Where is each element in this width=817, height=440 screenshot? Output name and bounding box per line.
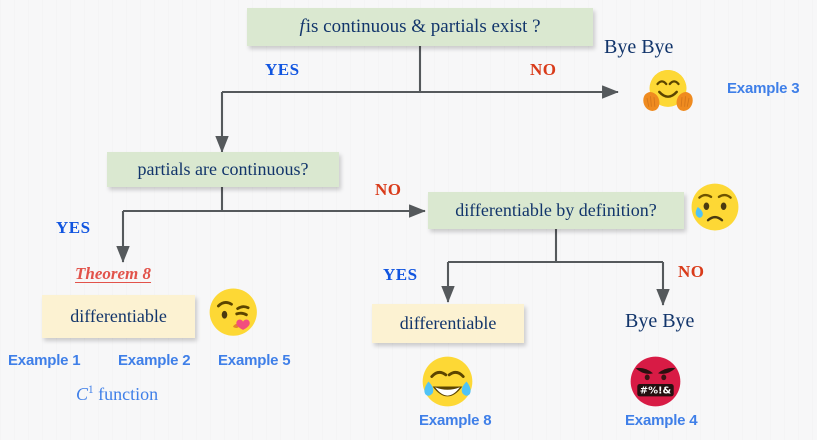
kissing-face-with-heart-emoji	[207, 285, 263, 341]
node-definition-label: differentiable by definition?	[455, 200, 657, 220]
hugging-face-emoji	[640, 63, 696, 119]
face-with-symbols-on-mouth-emoji: #%!&	[629, 355, 682, 408]
node-root-question[interactable]: f is continuous & partials exist ?	[247, 8, 593, 46]
branch-label-definition-yes: YES	[383, 265, 418, 284]
branch-label-partials-no: NO	[375, 180, 402, 199]
sad-but-relieved-face-emoji	[690, 182, 740, 232]
example-label-8[interactable]: Example 8	[419, 412, 492, 429]
c1-letter: C	[76, 384, 89, 404]
face-with-tears-of-joy-emoji	[421, 355, 474, 408]
node-partials-question[interactable]: partials are continuous?	[107, 152, 339, 187]
node-differentiable-theorem-label: differentiable	[70, 306, 167, 326]
branch-label-root-yes: YES	[265, 60, 300, 79]
example-label-3[interactable]: Example 3	[727, 80, 800, 97]
example-label-4[interactable]: Example 4	[625, 412, 698, 429]
node-differentiable-definition-label: differentiable	[399, 313, 497, 333]
node-root-math-f: f	[299, 16, 305, 37]
svg-text:#%!&: #%!&	[640, 386, 672, 397]
terminal-bye-bye-top: Bye Bye	[604, 36, 674, 58]
example-label-1[interactable]: Example 1	[8, 352, 81, 369]
branch-label-root-no: NO	[530, 60, 557, 79]
node-differentiable-theorem[interactable]: differentiable	[42, 295, 195, 338]
example-label-5[interactable]: Example 5	[218, 352, 291, 369]
branch-label-partials-yes: YES	[56, 218, 91, 237]
annotation-theorem-8: Theorem 8	[75, 264, 152, 283]
node-root-label: is continuous & partials exist ?	[305, 16, 541, 37]
node-definition-question[interactable]: differentiable by definition?	[428, 192, 684, 229]
node-differentiable-definition[interactable]: differentiable	[372, 304, 524, 343]
c1-suffix: function	[93, 384, 159, 404]
annotation-c1-function: C1 function	[76, 384, 158, 405]
terminal-bye-bye-bottom: Bye Bye	[625, 310, 695, 332]
branch-label-definition-no: NO	[678, 262, 705, 281]
example-label-2[interactable]: Example 2	[118, 352, 191, 369]
c1-superscript: 1	[88, 384, 94, 396]
node-partials-label: partials are continuous?	[137, 159, 309, 179]
